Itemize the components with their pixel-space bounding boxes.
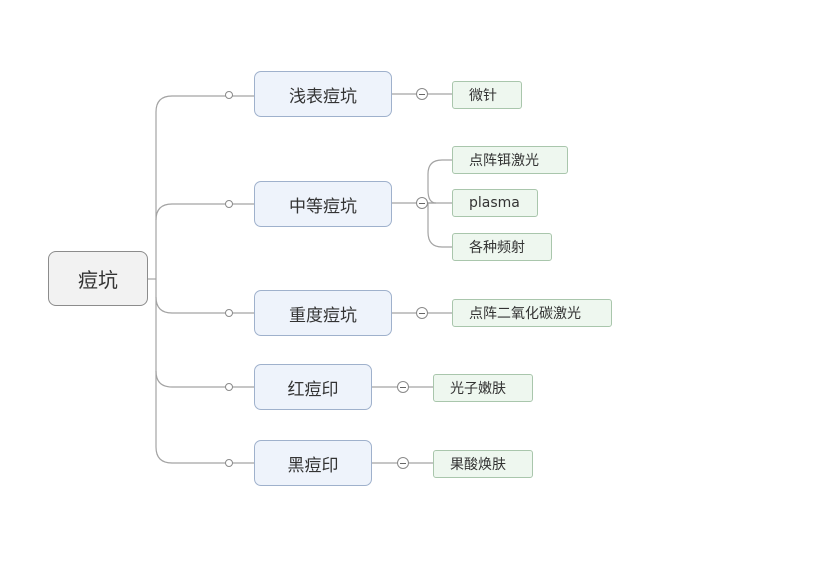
leaf-label: 微针 [469, 88, 497, 104]
leaf-label: 光子嫩肤 [450, 381, 506, 397]
branch-dot-2 [225, 200, 233, 208]
leaf-label: plasma [469, 195, 520, 211]
leaf-node[interactable]: 光子嫩肤 [433, 374, 533, 402]
collapse-toggle-icon[interactable] [416, 197, 428, 209]
leaf-label: 点阵二氧化碳激光 [469, 306, 581, 322]
root-label: 痘坑 [78, 268, 118, 292]
leaf-line-2a [392, 159, 452, 204]
topic-node-moderate[interactable]: 中等痘坑 [254, 181, 392, 227]
leaf-line-2c [427, 203, 452, 248]
collapse-toggle-icon[interactable] [416, 88, 428, 100]
topic-label: 浅表痘坑 [289, 86, 357, 107]
branch-dot-1 [225, 91, 233, 99]
leaf-label: 点阵铒激光 [469, 153, 539, 169]
topic-label: 红痘印 [287, 379, 339, 400]
root-node[interactable]: 痘坑 [48, 251, 148, 306]
topic-node-shallow[interactable]: 浅表痘坑 [254, 71, 392, 117]
branch-line-4 [155, 370, 254, 388]
topic-node-severe[interactable]: 重度痘坑 [254, 290, 392, 336]
branch-line-3 [155, 296, 254, 314]
collapse-toggle-icon[interactable] [397, 381, 409, 393]
topic-label: 中等痘坑 [289, 196, 357, 217]
topic-label: 重度痘坑 [289, 305, 357, 326]
root-spine [155, 95, 173, 464]
collapse-toggle-icon[interactable] [416, 307, 428, 319]
branch-dot-4 [225, 383, 233, 391]
branch-dot-3 [225, 309, 233, 317]
leaf-node[interactable]: plasma [452, 189, 538, 217]
leaf-node[interactable]: 点阵铒激光 [452, 146, 568, 174]
leaf-node[interactable]: 点阵二氧化碳激光 [452, 299, 612, 327]
branch-line-2 [155, 203, 254, 221]
topic-node-red-marks[interactable]: 红痘印 [254, 364, 372, 410]
collapse-toggle-icon[interactable] [397, 457, 409, 469]
branch-dot-5 [225, 459, 233, 467]
leaf-label: 果酸焕肤 [450, 457, 506, 473]
topic-node-dark-marks[interactable]: 黑痘印 [254, 440, 372, 486]
leaf-node[interactable]: 微针 [452, 81, 522, 109]
topic-label: 黑痘印 [287, 455, 339, 476]
leaf-label: 各种频射 [469, 240, 525, 256]
leaf-node[interactable]: 果酸焕肤 [433, 450, 533, 478]
leaf-node[interactable]: 各种频射 [452, 233, 552, 261]
